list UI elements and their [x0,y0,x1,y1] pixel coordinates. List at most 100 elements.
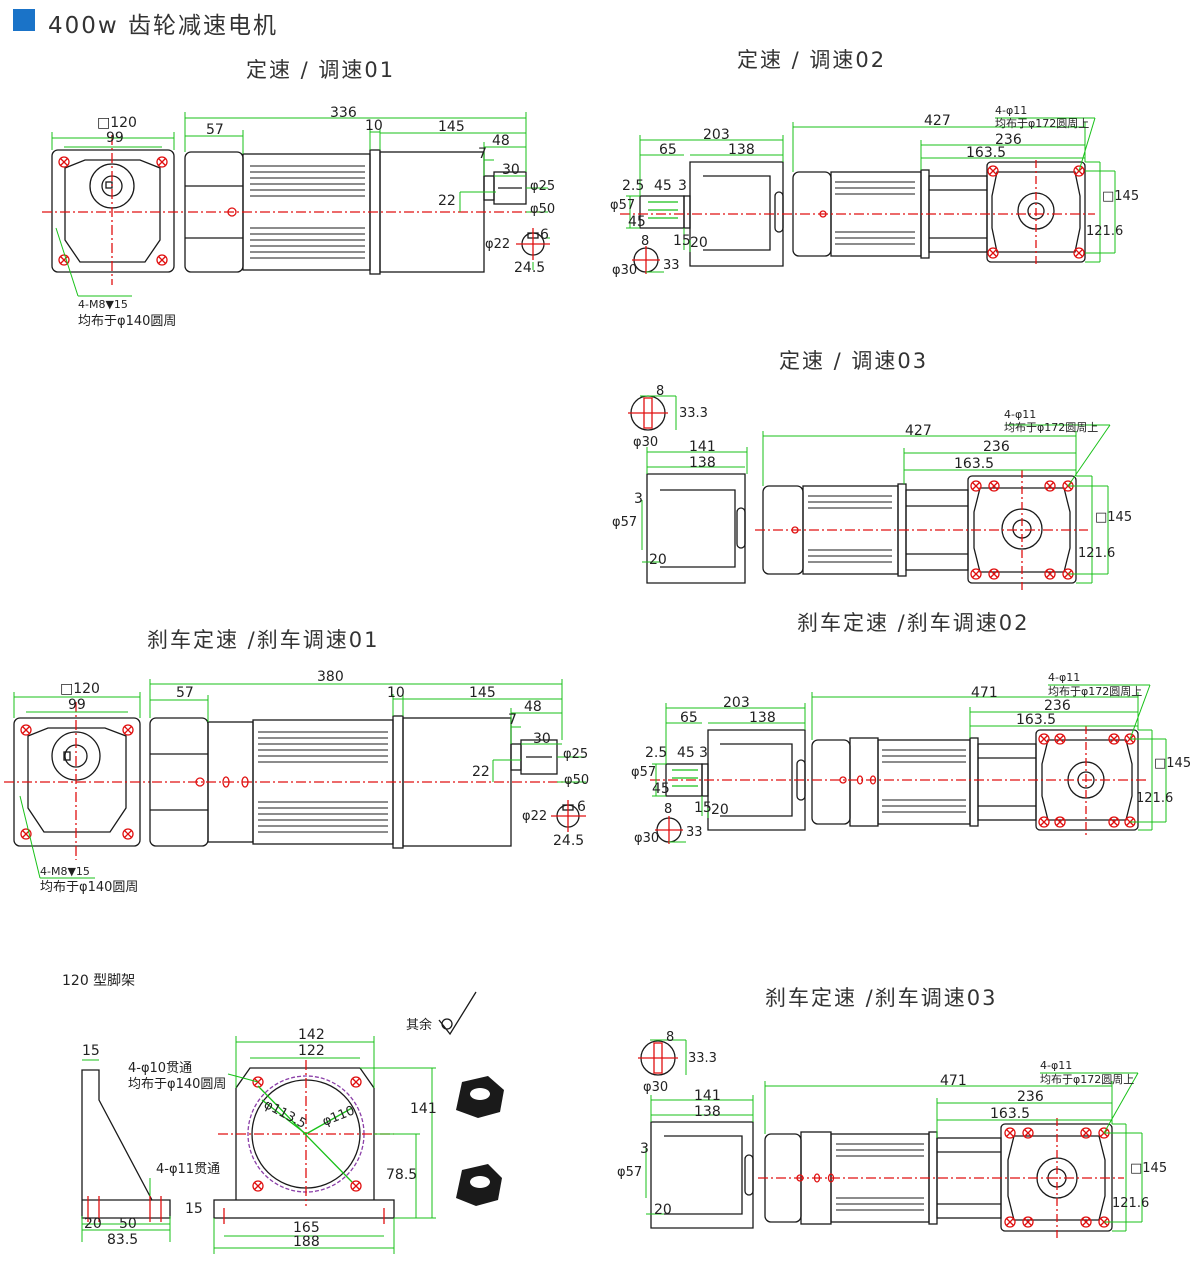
dim-label: 427 [905,423,932,439]
dim-label: 10 [387,685,405,701]
note-pcd: 均布于φ140圆周 [78,314,177,329]
dim-label: φ30 [633,435,659,450]
drawing-01-dimensions [51,112,550,297]
note-holes: 4-φ10贯通 [128,1061,193,1076]
dim-label: 78.5 [386,1167,418,1183]
dim-label: 236 [995,132,1022,148]
dim-label: □120 [60,681,100,697]
drawing-b02-title: 刹车定速 /刹车调速02 [797,611,1030,635]
dim-label: 65 [680,710,698,726]
dim-label: 2.5 [622,178,645,194]
dim-label: 50 [119,1216,137,1232]
dim-label: 3 [699,745,708,761]
drawing-02 [620,160,1095,274]
dim-label: 121.6 [1078,546,1116,561]
note-holes: 4-φ11贯通 [156,1162,221,1177]
dim-label: φ57 [612,515,638,530]
dim-label: □145 [1095,510,1133,525]
note-pcd: 均布于φ172圆周上 [1048,685,1143,698]
dim-label: 99 [106,130,124,146]
dim-label: 8 [641,234,650,249]
dim-label: 122 [298,1043,325,1059]
dim-label: 20 [654,1202,672,1218]
dim-label: 142 [298,1027,325,1043]
note-holes: 4-φ11 [995,104,1028,117]
dim-label: □145 [1130,1161,1168,1176]
dim-label: 33.3 [679,406,708,421]
dim-label: 3 [640,1141,649,1157]
drawing-03-dimensions [640,395,1111,584]
dim-label: 15 [694,800,712,816]
note-pcd: 均布于φ140圆周 [128,1077,227,1092]
dim-label: φ50 [530,202,556,217]
dim-label: 65 [659,142,677,158]
note-holes: 4-φ11 [1004,408,1037,421]
dim-label: 30 [502,162,520,178]
dim-label: 2.5 [645,745,668,761]
dim-label: 48 [524,699,542,715]
dim-label: 236 [1044,698,1071,714]
note-holes: 4-φ11 [1040,1059,1073,1072]
dim-label: 10 [365,118,383,134]
dim-label: 57 [176,685,194,701]
bracket-drawing [81,991,504,1224]
dim-label: 7 [478,146,487,162]
dim-label: 15 [673,233,691,249]
roughness-note: 其余 [406,1018,433,1033]
dim-label: 336 [330,105,357,121]
dim-label: 33 [663,258,680,273]
dim-label: 141 [694,1088,721,1104]
drawing-01 [42,135,550,285]
dim-label: 22 [472,764,490,780]
dim-label: 6 [577,799,586,815]
dim-label: φ50 [564,773,590,788]
note-holes: 4-M8▼15 [40,865,90,878]
bracket-dimensions [81,1036,436,1254]
dim-label: 188 [293,1234,320,1250]
drawing-b02 [650,726,1146,844]
drawing-b03-dimensions [645,1039,1143,1232]
dim-label: φ57 [617,1165,643,1180]
dim-label: φ30 [643,1080,669,1095]
dim-label: 141 [689,439,716,455]
drawing-02-dimensions [626,117,1116,273]
dim-label: 236 [983,439,1010,455]
dim-label: 22 [438,193,456,209]
dim-label: 138 [728,142,755,158]
dim-label: 15 [185,1201,203,1217]
dim-label: 121.6 [1086,224,1124,239]
dim-label: 3 [678,178,687,194]
dim-label: 121.6 [1112,1196,1150,1211]
dim-label: 33.3 [688,1051,717,1066]
dim-label: 138 [694,1104,721,1120]
dim-label: 20 [711,802,729,818]
dim-label: 141 [410,1101,437,1117]
dim-label: 203 [703,127,730,143]
dim-label: φ30 [612,263,638,278]
dim-label: 3 [634,491,643,507]
dim-label: φ57 [610,198,636,213]
dim-label: 471 [971,685,998,701]
page-title: 400w 齿轮减速电机 [48,13,279,39]
dim-label: φ30 [634,831,660,846]
dim-label: 121.6 [1136,791,1174,806]
dim-label: 48 [492,133,510,149]
drawing-03 [628,395,1088,590]
dim-label: 99 [68,697,86,713]
dim-label: 163.5 [954,456,995,472]
drawing-b02-dimensions [652,684,1167,843]
header-square-icon [13,9,35,31]
note-pcd: 均布于φ140圆周 [40,880,139,895]
dim-label: 20 [690,235,708,251]
dim-label: 8 [666,1030,675,1045]
dim-label: □145 [1154,756,1192,771]
drawing-b01 [4,702,586,860]
dim-label: 45 [652,781,670,797]
dim-label: 45 [628,214,646,230]
dim-label: 6 [540,227,549,243]
dim-label: φ22 [485,237,511,252]
dim-label: 30 [533,731,551,747]
dim-label: □120 [97,115,137,131]
drawing-b03 [638,1040,1124,1238]
